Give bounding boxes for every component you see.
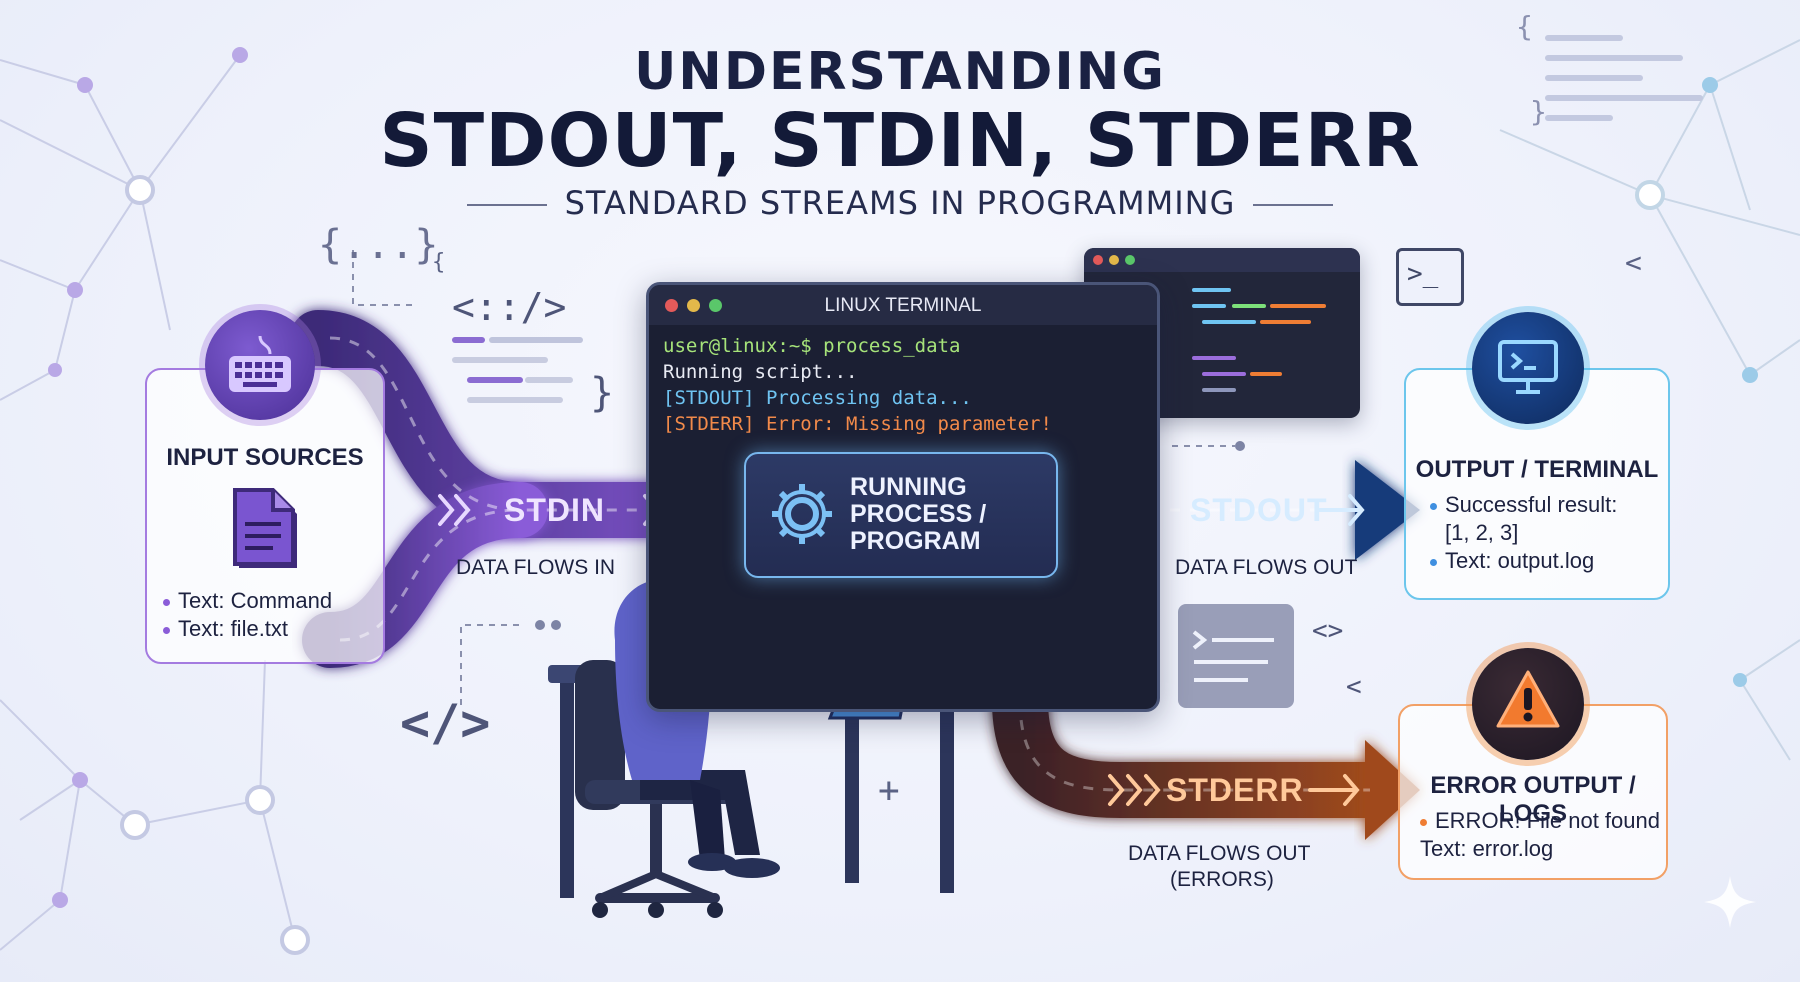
bullet-dot <box>1420 818 1427 826</box>
brace-open-decor: { <box>432 250 446 275</box>
bullet-dot <box>163 598 170 606</box>
title-main: STDOUT, STDIN, STDERR <box>379 98 1421 184</box>
subtitle-text: STANDARD STREAMS IN PROGRAMMING <box>564 184 1236 222</box>
sparkle-icon <box>1704 876 1756 928</box>
brace-close-decor: } <box>590 370 615 416</box>
stdout-label: STDOUT <box>1190 492 1328 528</box>
output-bullet-1-text: Successful result: <box>1445 492 1618 517</box>
subtitle-rule-right <box>1253 204 1334 206</box>
error-logs-box: ERROR OUTPUT / LOGS ERROR! File not foun… <box>1398 704 1668 880</box>
chevron-left-decor: < <box>1346 672 1362 702</box>
input-bullet-1: Text: Command <box>163 588 332 614</box>
monitor-icon <box>1498 340 1558 394</box>
bullet-dot <box>1430 502 1437 510</box>
keyboard-icon <box>229 335 291 392</box>
output-bullet-2-text: Text: output.log <box>1445 548 1595 573</box>
network-right <box>1499 39 1800 761</box>
code-card-lines <box>1192 630 1274 682</box>
prompt-glyph: >_ <box>1407 259 1439 289</box>
error-title: ERROR OUTPUT / LOGS <box>1430 772 1636 827</box>
terminal-titlebar: LINUX TERMINAL <box>649 285 1157 325</box>
code-card-icon <box>1178 604 1294 708</box>
input-bullet-2: Text: file.txt <box>163 616 288 642</box>
running-process-box: RUNNING PROCESS / PROGRAM <box>744 452 1058 578</box>
warning-icon <box>1496 670 1560 728</box>
bullet-dot <box>163 626 170 634</box>
network-left <box>0 54 296 951</box>
prompt-window-icon: >_ <box>1396 248 1464 306</box>
editor-content <box>1084 248 1360 392</box>
subtitle: STANDARD STREAMS IN PROGRAMMING <box>0 184 1800 222</box>
chevron-left-decor-2: < <box>1625 246 1642 279</box>
closetag-decor: </> <box>400 694 491 752</box>
network-right-nodes <box>1702 77 1758 687</box>
input-bullet-1-text: Text: Command <box>178 588 333 613</box>
terminal-line-4: [STDERR] Error: Missing parameter! <box>663 413 1052 435</box>
code-decor-left <box>452 337 583 403</box>
maximize-dot-icon[interactable] <box>709 299 722 312</box>
keyboard-icon-circle <box>205 310 315 420</box>
network-left-nodes <box>48 47 248 908</box>
curly-braces-decor: {...} <box>318 222 439 268</box>
code-decor-top-right <box>1545 35 1703 121</box>
minimize-dot-icon[interactable] <box>687 299 700 312</box>
output-bullet-1: Successful result: <box>1430 492 1617 518</box>
stderr-caption-2: (ERRORS) <box>1170 868 1274 891</box>
terminal-title: LINUX TERMINAL <box>824 295 982 316</box>
bullet-dot <box>1430 558 1437 566</box>
tag-decor: <::/> <box>452 285 567 329</box>
stdin-caption: DATA FLOWS IN <box>456 556 616 579</box>
error-bullet-1: ERROR! File not found <box>1420 808 1660 834</box>
title-line-1: UNDERSTANDING <box>634 42 1166 102</box>
dashed-connectors <box>352 250 1235 705</box>
document-icon <box>233 488 297 568</box>
error-bullet-1-text: ERROR! File not found <box>1435 808 1660 833</box>
plus-decor: + <box>878 770 900 811</box>
chevrons-decor: <> <box>1312 616 1344 646</box>
stderr-label: STDERR <box>1166 772 1304 808</box>
process-label: RUNNING PROCESS / PROGRAM <box>850 473 987 555</box>
error-bullet-2: Text: error.log <box>1420 836 1554 861</box>
output-bullet-2: Text: output.log <box>1430 548 1594 574</box>
monitor-icon-circle <box>1472 312 1584 424</box>
gear-icon <box>772 484 832 544</box>
stderr-caption-1: DATA FLOWS OUT <box>1128 842 1311 865</box>
terminal-line-3: [STDOUT] Processing data... <box>663 387 972 409</box>
output-title: OUTPUT / TERMINAL <box>1415 456 1659 483</box>
brace-close-decor-right: } <box>1530 95 1547 128</box>
terminal-line-1: user@linux:~$ process_data <box>663 335 961 357</box>
brace-open-decor-right: { <box>1516 10 1533 43</box>
subtitle-rule-left <box>466 204 547 206</box>
warning-icon-circle <box>1472 648 1584 760</box>
stdin-label: STDIN <box>504 492 605 528</box>
input-title: INPUT SOURCES <box>166 444 364 471</box>
input-bullet-2-text: Text: file.txt <box>178 616 289 641</box>
close-dot-icon[interactable] <box>665 299 678 312</box>
stdout-caption: DATA FLOWS OUT <box>1175 556 1358 579</box>
linux-terminal-window: LINUX TERMINAL user@linux:~$ process_dat… <box>646 282 1160 712</box>
output-bullet-1-cont: [1, 2, 3] <box>1445 520 1519 545</box>
terminal-line-2: Running script... <box>663 361 858 383</box>
